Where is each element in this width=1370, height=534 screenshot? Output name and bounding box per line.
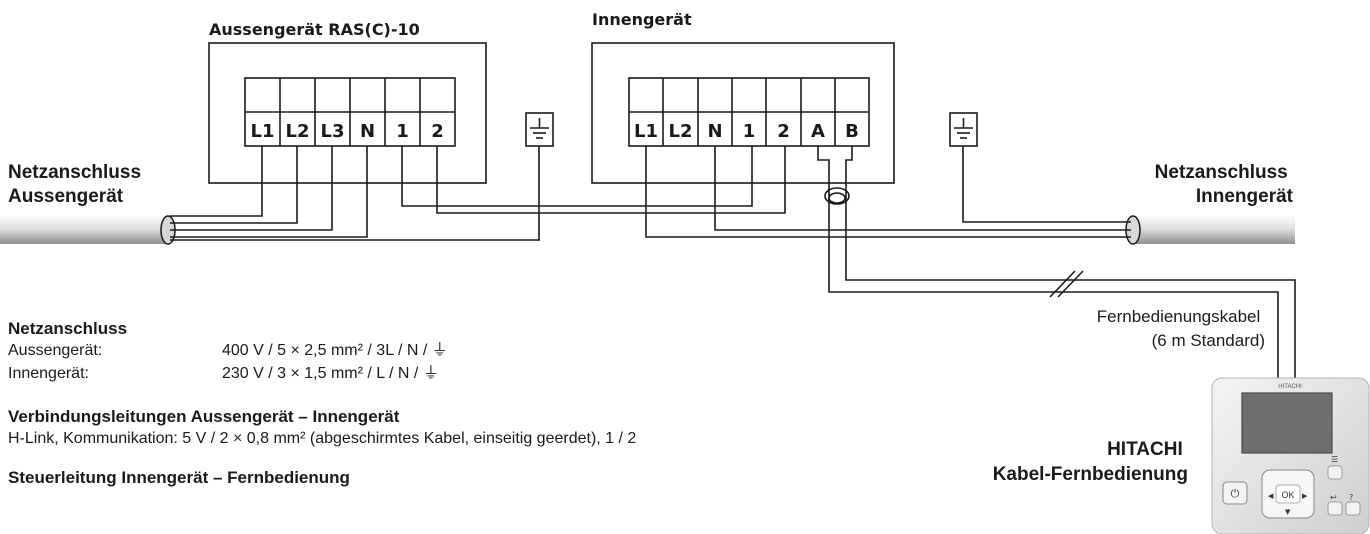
help-button[interactable] <box>1345 501 1361 516</box>
indoor-spec-value: 230 V / 3 × 1,5 mm² / L / N / ⏚ <box>222 365 439 382</box>
indoor-terminal-a: A <box>811 121 825 142</box>
power-heading: Netzanschluss <box>8 319 128 338</box>
indoor-spec-key: Innengerät: <box>8 365 89 382</box>
outdoor-unit: Aussengerät RAS(C)-10 L1 L2 L3 N 1 2 <box>208 20 487 184</box>
ground-symbol-left <box>525 112 554 147</box>
outdoor-terminal-l1: L1 <box>251 121 275 142</box>
back-icon: ↩ <box>1330 493 1337 502</box>
indoor-terminal-1: 1 <box>743 121 756 142</box>
outdoor-spec-row: Aussengerät: 400 V / 5 × 2,5 mm² / 3L / N… <box>8 339 908 362</box>
indoor-unit: Innengerät L1 L2 N 1 2 A B <box>591 10 895 184</box>
remote-controller: HITACHI ⏻ OK ◀ ▶ ▼ ↩ ? ☰ <box>1211 377 1370 534</box>
outdoor-terminal-1: 1 <box>396 121 409 142</box>
outdoor-terminal-l2: L2 <box>286 121 310 142</box>
outdoor-terminal-block: L1 L2 L3 N 1 2 <box>244 77 456 147</box>
outdoor-terminal-l3: L3 <box>321 121 345 142</box>
ok-label: OK <box>1281 490 1294 500</box>
outdoor-spec-key: Aussengerät: <box>8 342 103 359</box>
menu-button[interactable] <box>1327 465 1343 480</box>
indoor-terminal-b: B <box>845 121 859 142</box>
back-button[interactable] <box>1327 501 1343 516</box>
indoor-terminal-l2: L2 <box>669 121 693 142</box>
power-icon: ⏻ <box>1231 487 1240 500</box>
ground-symbol-right <box>949 112 978 147</box>
control-heading: Steuerleitung Innengerät – Fernbedienung <box>8 468 350 487</box>
indoor-terminal-l1: L1 <box>634 121 658 142</box>
power-right-label: Netzanschluss Innengerät <box>1155 162 1294 207</box>
outdoor-terminal-2: 2 <box>431 121 444 142</box>
outdoor-spec-value: 400 V / 5 × 2,5 mm² / 3L / N / ⏚ <box>222 342 448 359</box>
power-button[interactable] <box>1222 481 1248 505</box>
indoor-terminal-block: L1 L2 N 1 2 A B <box>628 77 870 147</box>
connection-heading: Verbindungsleitungen Aussengerät – Innen… <box>8 407 400 426</box>
nav-right-icon: ▶ <box>1302 492 1308 500</box>
remote-brand-mark: HITACHI <box>1278 384 1302 390</box>
remote-cable-label: Fernbedienungskabel (6 m Standard) <box>1097 307 1265 350</box>
remote-control-wires <box>817 146 1296 378</box>
outdoor-power-wires <box>170 146 540 241</box>
info-block: Netzanschluss Aussengerät: 400 V / 5 × 2,… <box>8 319 908 488</box>
power-cable-indoor <box>1125 215 1295 245</box>
indoor-unit-title: Innengerät <box>592 10 692 29</box>
indoor-spec-row: Innengerät: 230 V / 3 × 1,5 mm² / L / N /… <box>8 362 908 385</box>
h-link-wires <box>401 146 786 214</box>
indoor-terminal-2: 2 <box>777 121 790 142</box>
power-left-label: Netzanschluss Aussengerät <box>8 162 146 207</box>
help-icon: ? <box>1349 493 1353 502</box>
remote-screen <box>1241 392 1333 454</box>
menu-icon: ☰ <box>1331 455 1338 464</box>
indoor-terminal-n: N <box>707 121 722 142</box>
nav-left-icon: ◀ <box>1268 492 1274 500</box>
remote-label: HITACHI Kabel-Fernbedienung <box>993 439 1188 485</box>
ok-button[interactable] <box>1275 484 1301 504</box>
indoor-power-wires <box>645 146 1131 238</box>
outdoor-terminal-n: N <box>360 121 375 142</box>
outdoor-unit-title: Aussengerät RAS(C)-10 <box>209 20 420 39</box>
nav-down-icon: ▼ <box>1285 508 1291 516</box>
power-cable-outdoor <box>0 215 176 245</box>
connection-spec: H-Link, Kommunikation: 5 V / 2 × 0,8 mm²… <box>8 430 637 447</box>
